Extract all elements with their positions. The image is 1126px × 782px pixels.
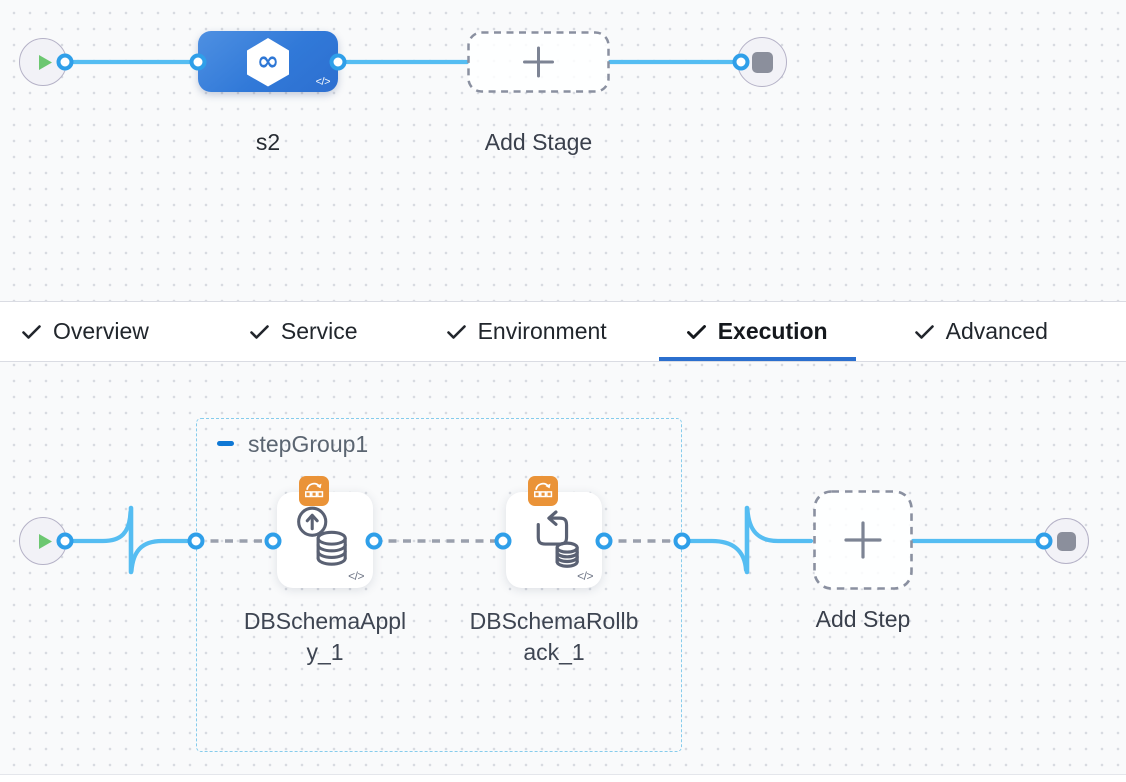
port[interactable] [1035, 532, 1053, 550]
port[interactable] [365, 532, 383, 550]
step-name-label: DBSchemaApply_1 [243, 608, 407, 665]
stage-yaml-toggle-icon: </> [315, 76, 331, 88]
tab-label: Advanced [945, 318, 1048, 344]
port[interactable] [732, 53, 750, 71]
step-group-badge-icon [299, 476, 329, 506]
port[interactable] [673, 532, 691, 550]
check-icon [686, 324, 706, 339]
port[interactable] [56, 53, 74, 71]
plus-icon [844, 521, 882, 559]
port[interactable] [189, 53, 207, 71]
add-stage-button[interactable] [467, 31, 610, 93]
tab-label: Overview [53, 318, 149, 344]
collapse-step-group-button[interactable] [217, 441, 234, 446]
tab-label: Execution [717, 318, 828, 344]
step-group-badge-icon [528, 476, 558, 506]
port[interactable] [494, 532, 512, 550]
tab-execution[interactable]: Execution [658, 302, 856, 361]
play-icon [38, 533, 52, 549]
add-step-label: Add Step [815, 606, 911, 632]
tab-service[interactable]: Service [250, 302, 358, 361]
stop-icon [1056, 531, 1076, 551]
step-group-container[interactable] [196, 418, 682, 752]
stage-node-s2[interactable]: ∞ </> [198, 31, 338, 92]
active-tab-underline [658, 357, 856, 361]
harness-cd-hexagon-icon: ∞ [247, 37, 289, 86]
check-icon [22, 324, 41, 339]
stop-icon [751, 51, 773, 73]
tab-overview[interactable]: Overview [22, 302, 149, 361]
plus-icon [523, 46, 554, 78]
port[interactable] [329, 53, 347, 71]
stage-name-label: s2 [255, 129, 281, 155]
tab-environment[interactable]: Environment [446, 302, 607, 361]
tab-label: Environment [477, 318, 607, 344]
step-yaml-toggle-icon: </> [348, 569, 364, 583]
step-yaml-toggle-icon: </> [577, 569, 593, 583]
stage-flow-start-node [19, 38, 67, 86]
stage-config-tabbar: Overview Service Environment Execution A… [0, 301, 1126, 362]
step-name-label: DBSchemaRollback_1 [469, 608, 639, 665]
tab-label: Service [280, 318, 358, 344]
port[interactable] [595, 532, 613, 550]
bottom-panel-edge [0, 774, 1126, 782]
add-stage-label: Add Stage [484, 129, 593, 155]
port[interactable] [187, 532, 205, 550]
check-icon [914, 324, 934, 339]
port[interactable] [56, 532, 74, 550]
step-group-name[interactable]: stepGroup1 [248, 431, 369, 457]
db-schema-apply-icon [297, 506, 347, 566]
step-node-dbschemaapply[interactable]: </> [277, 492, 373, 588]
svg-text:∞: ∞ [257, 46, 280, 77]
check-icon [250, 324, 269, 339]
add-step-button[interactable] [813, 490, 913, 590]
execution-start-node [19, 517, 67, 565]
db-schema-rollback-icon [536, 510, 579, 568]
play-icon [38, 54, 52, 70]
step-node-dbschemarollback[interactable]: </> [506, 492, 602, 588]
port[interactable] [264, 532, 282, 550]
check-icon [446, 324, 466, 339]
tab-advanced[interactable]: Advanced [914, 302, 1048, 361]
